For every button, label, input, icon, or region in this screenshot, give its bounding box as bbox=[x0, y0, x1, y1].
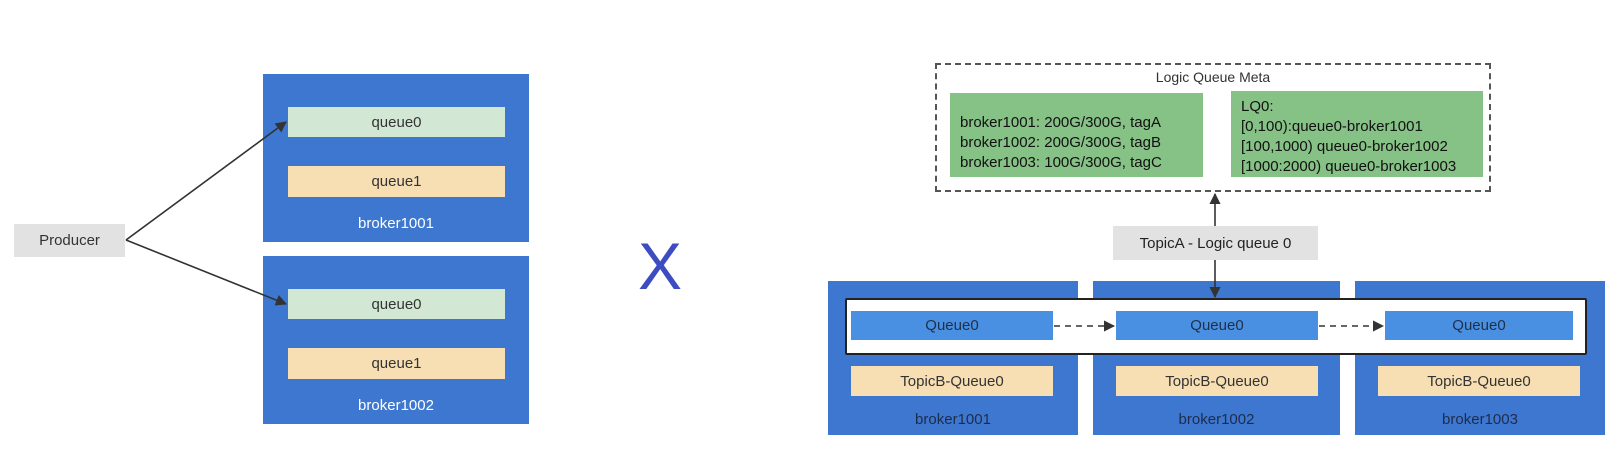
topicb-queue0-broker1002: TopicB-Queue0 bbox=[1116, 366, 1318, 396]
broker-capacity-line: broker1001: 200G/300G, tagA bbox=[960, 114, 1161, 131]
queue0-broker1001-left: queue0 bbox=[288, 107, 505, 137]
queue1-broker1002-left: queue1 bbox=[288, 348, 505, 379]
producer-box: Producer bbox=[14, 224, 125, 257]
topicb-queue0-broker1003: TopicB-Queue0 bbox=[1378, 366, 1580, 396]
topicb-queue0-broker1001: TopicB-Queue0 bbox=[851, 366, 1053, 396]
queue1-broker1001-left: queue1 bbox=[288, 166, 505, 197]
logic-queue-meta-title: Logic Queue Meta bbox=[1155, 69, 1271, 85]
lq-mapping-line: [0,100):queue0-broker1001 bbox=[1241, 118, 1423, 135]
producer-to-broker1001-arrow bbox=[125, 121, 287, 241]
producer-to-broker1002-arrow bbox=[125, 239, 288, 306]
queue0-broker1001-right: Queue0 bbox=[851, 311, 1053, 340]
queue0-broker1003-right: Queue0 bbox=[1385, 311, 1573, 340]
broker-capacity-line: broker1003: 100G/300G, tagC bbox=[960, 154, 1162, 171]
logic-queue-box: TopicA - Logic queue 0 bbox=[1113, 226, 1318, 260]
lq-mapping-line: [1000:2000) queue0-broker1003 bbox=[1241, 158, 1457, 175]
broker-1002-left bbox=[263, 256, 529, 424]
broker-1003-right-label: broker1003 bbox=[1442, 411, 1518, 428]
broker-capacity-panel: broker1001: 200G/300G, tagA broker1002: … bbox=[950, 93, 1203, 177]
lq-mapping-panel: LQ0: [0,100):queue0-broker1001 [100,1000… bbox=[1231, 91, 1483, 177]
lq-mapping-line: LQ0: bbox=[1241, 98, 1274, 115]
broker-1001-left bbox=[263, 74, 529, 242]
lq-mapping-line: [100,1000) queue0-broker1002 bbox=[1241, 138, 1448, 155]
broker-1002-right-label: broker1002 bbox=[1178, 411, 1255, 428]
broker-1002-left-label: broker1002 bbox=[358, 397, 434, 414]
queue0-broker1002-left: queue0 bbox=[288, 289, 505, 319]
separator-x: X bbox=[637, 229, 683, 303]
broker-capacity-line: broker1002: 200G/300G, tagB bbox=[960, 134, 1161, 151]
broker-1001-right-label: broker1001 bbox=[915, 411, 991, 428]
queue0-broker1002-right: Queue0 bbox=[1116, 311, 1318, 340]
broker-1001-left-label: broker1001 bbox=[358, 215, 434, 232]
